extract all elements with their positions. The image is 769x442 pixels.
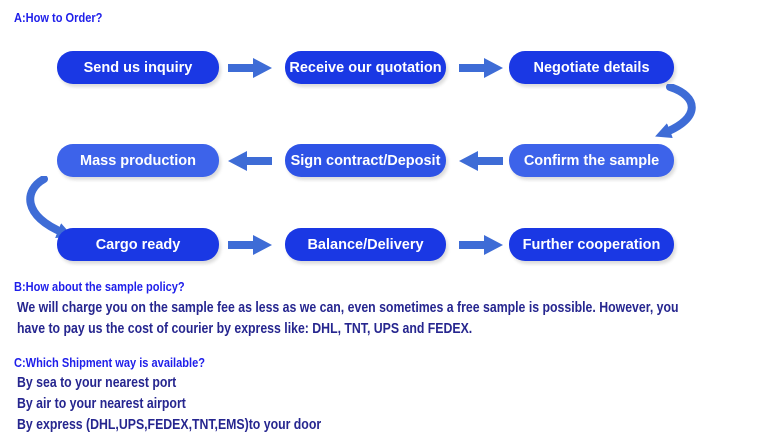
block-arrow-left-icon [228, 151, 272, 171]
flow-step-confirm-the-sample: Confirm the sample [509, 144, 674, 177]
section-c-line-2: By air to your nearest airport [17, 395, 186, 412]
flow-step-receive-our-quotation: Receive our quotation [285, 51, 446, 84]
block-arrow-right-icon [459, 58, 503, 78]
flow-step-label: Cargo ready [95, 236, 181, 253]
section-c-line-1: By sea to your nearest port [17, 374, 177, 391]
flow-step-sign-contract-deposit: Sign contract/Deposit [285, 144, 446, 177]
flow-step-label: Sign contract/Deposit [290, 152, 441, 169]
section-c-line-3: By express (DHL,UPS,FEDEX,TNT,EMS)to you… [17, 416, 322, 433]
block-arrow-right-icon [459, 235, 503, 255]
flow-step-label: Negotiate details [533, 59, 650, 76]
curved-arrow-down-left-icon [655, 84, 696, 139]
flow-step-label: Balance/Delivery [307, 236, 424, 253]
block-arrow-right-icon [228, 235, 272, 255]
curved-arrow-down-right-icon [26, 176, 73, 239]
flow-step-negotiate-details: Negotiate details [509, 51, 674, 84]
flow-step-further-cooperation: Further cooperation [509, 228, 674, 261]
flow-step-send-us-inquiry: Send us inquiry [57, 51, 219, 84]
flow-step-label: Confirm the sample [523, 152, 660, 169]
flow-step-label: Mass production [79, 152, 196, 169]
section-b-line-1: We will charge you on the sample fee as … [17, 299, 679, 316]
section-a-title: A:How to Order? [14, 10, 103, 25]
section-c-title: C:Which Shipment way is available? [14, 355, 205, 370]
flow-step-label: Receive our quotation [289, 59, 442, 76]
flow-step-mass-production: Mass production [57, 144, 219, 177]
flow-step-label: Further cooperation [522, 236, 661, 253]
block-arrow-right-icon [228, 58, 272, 78]
block-arrow-left-icon [459, 151, 503, 171]
flow-step-cargo-ready: Cargo ready [57, 228, 219, 261]
section-b-title: B:How about the sample policy? [14, 279, 185, 294]
flow-step-label: Send us inquiry [83, 59, 193, 76]
section-b-line-2: have to pay us the cost of courier by ex… [17, 320, 473, 337]
flow-step-balance-delivery: Balance/Delivery [285, 228, 446, 261]
